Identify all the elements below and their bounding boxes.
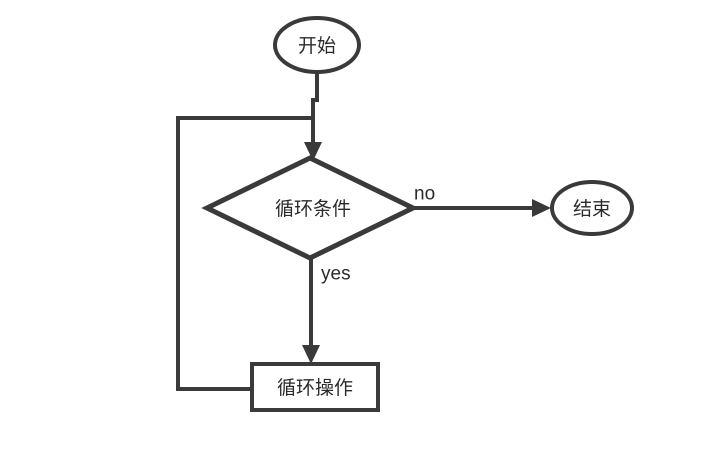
node-start[interactable]: 开始 <box>273 16 361 74</box>
edge-condition-to-operation: yes <box>302 258 351 364</box>
edge-start-to-condition-line <box>311 72 319 148</box>
operation-label: 循环操作 <box>277 377 353 399</box>
node-operation[interactable]: 循环操作 <box>250 362 380 412</box>
edge-condition-to-end-arrowhead <box>532 199 551 217</box>
edge-operation-loop-back-line <box>176 116 315 391</box>
node-condition[interactable]: 循环条件 <box>201 155 419 261</box>
node-end[interactable]: 结束 <box>550 180 634 236</box>
end-ellipse[interactable] <box>550 180 634 236</box>
condition-diamond[interactable] <box>201 155 419 261</box>
operation-rect[interactable] <box>250 362 380 412</box>
edge-label-no: no <box>414 184 435 205</box>
edge-start-to-condition-arrowhead <box>304 142 322 161</box>
start-ellipse[interactable] <box>273 16 361 74</box>
condition-label: 循环条件 <box>275 198 351 220</box>
start-label: 开始 <box>298 35 336 57</box>
edge-operation-loop-back <box>176 116 315 391</box>
edge-condition-to-operation-arrowhead <box>302 345 320 364</box>
edge-label-yes: yes <box>321 264 351 285</box>
end-label: 结束 <box>573 198 611 220</box>
edge-start-to-condition <box>304 72 322 161</box>
edge-condition-to-end: no <box>412 184 551 217</box>
